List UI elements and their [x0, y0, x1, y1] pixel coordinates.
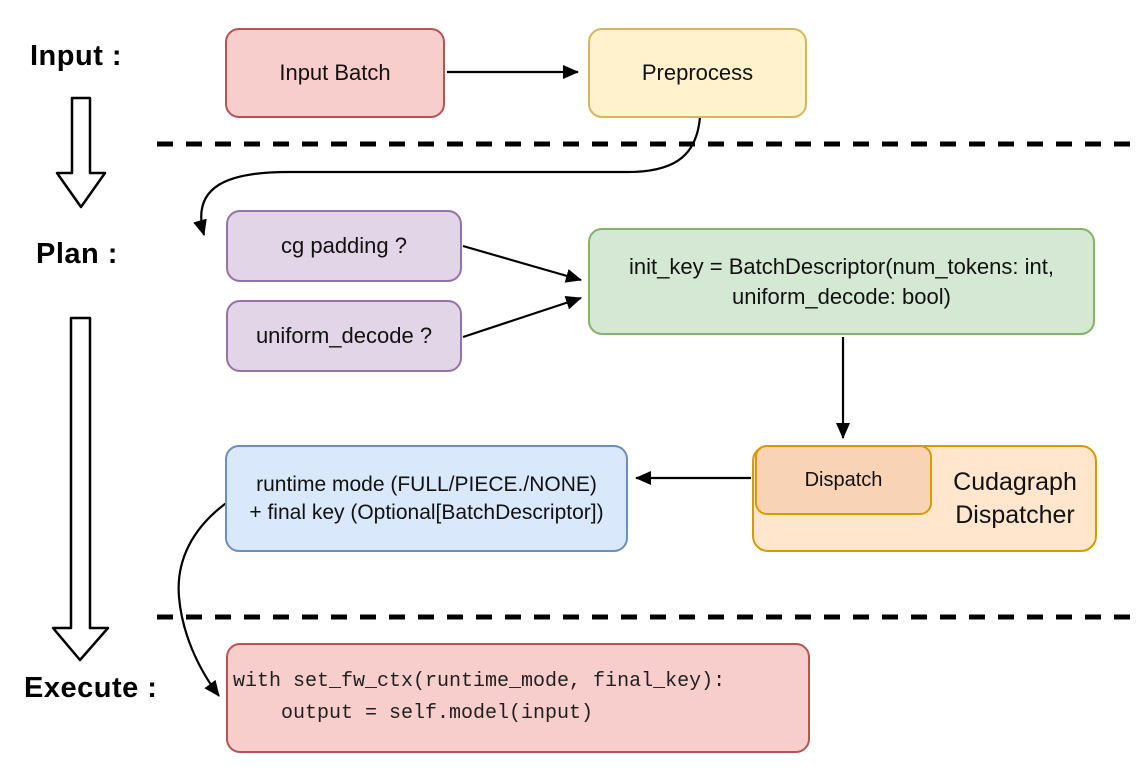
node-cudagraph-dispatcher-label: Cudagraph Dispatcher — [935, 466, 1095, 531]
node-runtime-mode-line1: runtime mode (FULL/PIECE./NONE) — [256, 472, 597, 496]
node-preprocess-label: Preprocess — [641, 60, 754, 86]
arrow-runtimemode-to-execute — [177, 500, 230, 697]
node-init-key: init_key = BatchDescriptor(num_tokens: i… — [588, 228, 1095, 335]
node-cg-padding-label: cg padding ? — [281, 233, 407, 259]
arrow-cgpadding-to-initkey — [462, 244, 582, 283]
plan-to-execute-arrow — [51, 316, 110, 662]
section-label-execute: Execute : — [24, 672, 158, 704]
input-to-plan-arrow — [55, 96, 107, 209]
arrow-uniformdecode-to-initkey — [462, 296, 582, 339]
node-dispatch: Dispatch — [755, 445, 932, 515]
cudagraph-label-line1: Cudagraph — [953, 468, 1077, 496]
node-init-key-line1: init_key = BatchDescriptor(num_tokens: i… — [629, 254, 1054, 280]
node-runtime-mode: runtime mode (FULL/PIECE./NONE) + final … — [225, 445, 628, 552]
node-cg-padding: cg padding ? — [226, 210, 462, 282]
cudagraph-label-line2: Dispatcher — [955, 500, 1075, 529]
node-init-key-line2: uniform_decode: bool) — [732, 283, 951, 309]
execute-code-line1: with set_fw_ctx(runtime_mode, final_key)… — [233, 669, 726, 693]
section-label-plan: Plan : — [36, 238, 118, 270]
node-dispatch-label: Dispatch — [804, 468, 883, 491]
execute-code-line2: output = self.model(input) — [233, 702, 594, 725]
node-preprocess: Preprocess — [588, 28, 807, 118]
node-runtime-mode-line2: + final key (Optional[BatchDescriptor]) — [249, 500, 604, 524]
node-uniform-decode: uniform_decode ? — [226, 300, 462, 372]
node-execute-code: with set_fw_ctx(runtime_mode, final_key)… — [226, 643, 810, 753]
section-label-input: Input : — [30, 40, 123, 72]
node-input-batch-label: Input Batch — [279, 60, 391, 86]
node-uniform-decode-label: uniform_decode ? — [255, 323, 433, 349]
node-input-batch: Input Batch — [225, 28, 445, 118]
